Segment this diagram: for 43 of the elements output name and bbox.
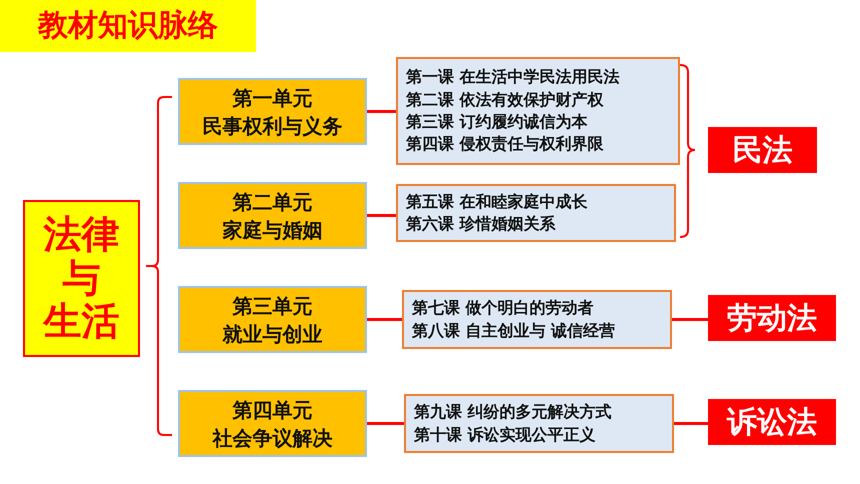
law-text: 劳动法 [727,300,817,338]
unit-text: 第一单元 [232,84,312,112]
law-text: 民法 [732,132,792,170]
unit-box [178,78,367,145]
unit-text: 第二单元 [232,188,312,216]
connector-line [367,318,402,321]
unit-text: 第三单元 [232,292,312,320]
unit-text: 第四单元 [232,396,312,424]
law-label-box [708,127,817,173]
unit-box [178,390,367,457]
lesson-text: 第四课 侵权责任与权利界限 [406,133,605,156]
lesson-text: 第二课 依法有效保护财产权 [406,88,605,111]
lesson-text: 第三课 订约履约诚信为本 [406,111,589,133]
lesson-text: 第七课 做个明白的劳动者 [412,297,595,320]
law-text: 诉讼法 [727,404,817,442]
lesson-text: 第五课 在和睦家庭中成长 [406,190,589,213]
topic-text: 与 [62,256,100,300]
lesson-text: 第九课 纠纷的多元解决方式 [414,401,613,424]
lesson-text: 第一课 在生活中学民法用民法 [406,66,621,88]
lesson-box [404,394,674,453]
topic-text: 法律 [44,212,120,257]
lesson-text: 第六课 珍惜婚姻关系 [406,213,557,235]
connector-line [367,110,396,113]
unit-text: 社会争议解决 [212,424,332,452]
topic-box [23,200,140,357]
heading: 教材知识脉络 [0,0,256,52]
unit-text: 家庭与婚姻 [222,216,322,244]
law-label-box [708,295,836,341]
unit-text: 民事权利与义务 [202,112,342,140]
unit-text: 就业与创业 [222,320,322,348]
law-label-box [708,399,836,445]
connector-line [367,422,404,425]
lesson-box [396,184,676,242]
topic-text: 生活 [44,300,120,344]
connector-line [672,318,708,321]
lesson-text: 第八课 自主创业与 诚信经营 [412,320,616,342]
connector-line [674,422,708,425]
lesson-box [396,57,680,165]
connector-line [367,214,396,217]
unit-box [178,182,367,249]
lesson-text: 第十课 诉讼实现公平正义 [414,424,597,446]
unit-box [178,286,367,353]
lesson-box [402,290,672,349]
